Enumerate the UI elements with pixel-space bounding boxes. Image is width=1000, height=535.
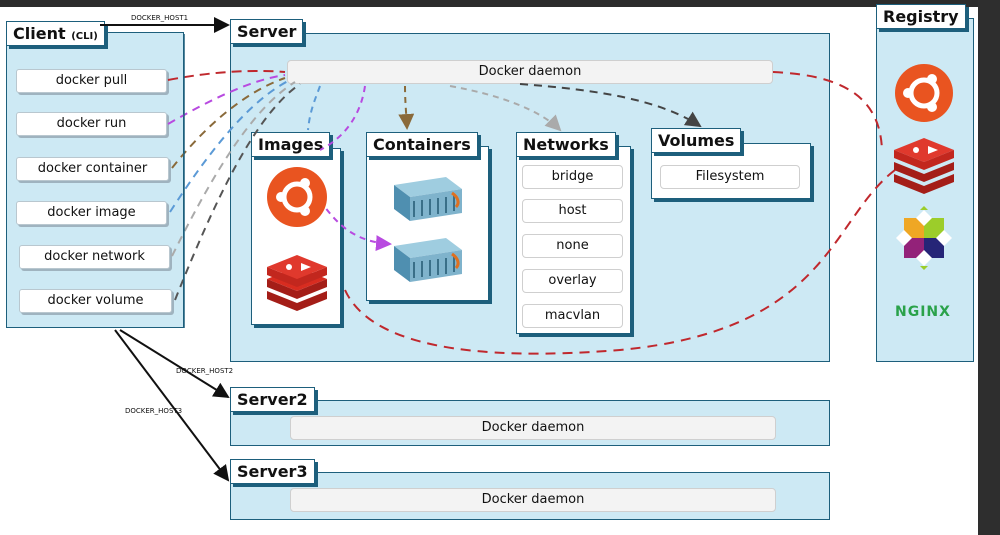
cmd-docker-network: docker network (19, 245, 170, 269)
dash-daemon-to-images (307, 85, 321, 131)
arrow-docker-host2 (119, 329, 230, 399)
server-title: Server (230, 19, 304, 44)
label-docker-host1: DOCKER_HOST1 (131, 14, 189, 22)
centos-registry-icon (896, 206, 952, 270)
registry-title: Registry (876, 4, 966, 29)
volume-filesystem: Filesystem (660, 165, 800, 189)
cmd-docker-pull: docker pull (16, 69, 167, 93)
network-host: host (522, 199, 623, 223)
client-title: Client (CLI) (6, 21, 105, 46)
ubuntu-registry-icon (895, 64, 953, 122)
cmd-docker-image: docker image (16, 201, 167, 225)
client-title-suffix: (CLI) (71, 31, 98, 42)
container-icon-bottom (394, 238, 462, 282)
dash-image-to-daemon (169, 79, 291, 213)
dash-volume-to-daemon (174, 83, 301, 301)
container-icon-top (394, 177, 462, 221)
ubuntu-image-icon (267, 167, 327, 227)
dash-container-to-daemon (171, 77, 286, 169)
dash-daemon-to-registry (772, 71, 883, 151)
arrow-docker-host3 (114, 329, 230, 482)
server3-title: Server3 (230, 459, 315, 484)
dash-run-to-daemon (167, 74, 286, 125)
redis-registry-icon (894, 138, 954, 194)
network-overlay: overlay (522, 269, 623, 293)
top-dark-strip (0, 0, 1000, 7)
dash-daemon-to-containers (398, 85, 415, 130)
label-docker-host3: DOCKER_HOST3 (125, 407, 183, 415)
nginx-logo-text: NGINX (895, 304, 951, 320)
cmd-docker-volume: docker volume (19, 289, 172, 313)
server2-docker-daemon: Docker daemon (290, 416, 776, 440)
dash-network-to-daemon (171, 81, 296, 257)
cmd-docker-run: docker run (16, 112, 167, 136)
dash-daemon-to-images-purple (319, 85, 366, 151)
containers-title: Containers (366, 132, 478, 157)
dash-registry-to-images (344, 169, 896, 355)
networks-title: Networks (516, 132, 616, 157)
client-title-text: Client (13, 24, 66, 43)
label-docker-host2: DOCKER_HOST2 (176, 367, 234, 375)
dash-pull-to-daemon (167, 69, 286, 81)
right-dark-strip (978, 0, 1000, 535)
cmd-docker-container: docker container (16, 157, 169, 181)
volumes-title: Volumes (651, 128, 742, 153)
redis-image-icon (267, 255, 327, 311)
network-macvlan: macvlan (522, 304, 623, 328)
images-title: Images (251, 132, 331, 157)
server2-title: Server2 (230, 387, 315, 412)
dash-daemon-to-networks (449, 85, 562, 132)
network-bridge: bridge (522, 165, 623, 189)
network-none: none (522, 234, 623, 258)
dash-image-to-container (319, 199, 392, 252)
server-docker-daemon: Docker daemon (287, 60, 773, 84)
dash-daemon-to-volumes (519, 83, 702, 128)
server3-docker-daemon: Docker daemon (290, 488, 776, 512)
